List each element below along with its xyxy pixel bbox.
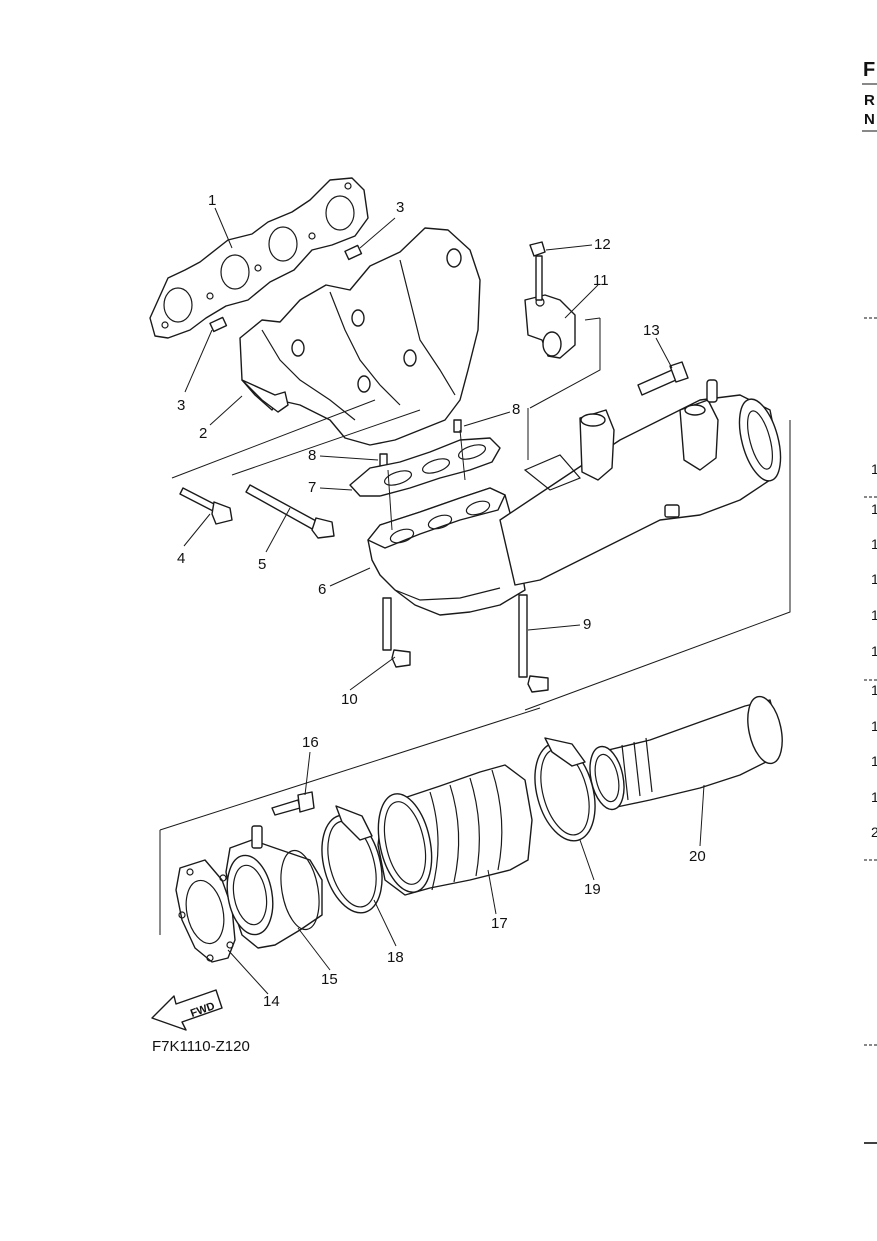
callout-5: 5 [258,556,266,573]
callout-18: 18 [387,949,404,966]
part-7-gasket [349,437,501,497]
edge-number-2: 1 [871,501,877,517]
callout-labels: 1 2 3 3 4 5 6 7 8 8 9 10 11 12 13 14 15 … [177,192,706,1010]
part-2-exhaust-manifold [239,227,481,446]
edge-number-4: 1 [871,571,877,587]
edge-number-9: 1 [871,753,877,769]
edge-number-11: 2 [871,824,877,840]
callout-13: 13 [643,322,660,339]
figure-code: F7K1110-Z120 [152,1038,250,1055]
callout-15: 15 [321,971,338,988]
part-13-bolt [637,361,689,396]
header-line-1: F [863,59,875,81]
part-3-dowel-pin-upper [344,244,363,261]
callout-9: 9 [583,616,591,633]
part-4-bolt [179,487,233,525]
part-1-exhaust-gasket [149,177,369,339]
part-18-hose-clamp [321,805,383,914]
part-5-bolt [245,484,335,539]
part-9-bolt [518,594,549,693]
callout-17: 17 [491,915,508,932]
edge-number-1: 1 [871,461,877,477]
edge-number-7: 1 [871,682,877,698]
fwd-arrow: FWD [151,989,223,1031]
callout-8-left: 8 [308,447,316,464]
callout-20: 20 [689,848,706,865]
reference-lines [159,317,791,935]
callout-1: 1 [208,192,216,209]
part-16-bolt [271,791,315,816]
callout-2: 2 [199,425,207,442]
edge-number-6: 1 [871,643,877,659]
callout-11: 11 [593,272,609,289]
part-6-exhaust-elbow [367,487,526,616]
callout-7: 7 [308,479,316,496]
edge-number-3: 1 [871,536,877,552]
part-17-rubber-hose [377,764,533,896]
part-14-gasket [175,859,236,963]
exhaust-chamber-body [499,379,782,586]
part-20-outlet-pipe [589,695,783,811]
leader-lines [183,207,705,995]
callout-6: 6 [318,581,326,598]
part-10-bolt [382,597,411,668]
callout-3-lower: 3 [177,397,185,414]
callout-4: 4 [177,550,185,567]
callout-10: 10 [341,691,358,708]
callout-14: 14 [263,993,280,1010]
part-19-hose-clamp [534,737,596,842]
callout-3-upper: 3 [396,199,404,216]
header-line-3: N [864,111,875,128]
edge-number-10: 1 [871,789,877,805]
callout-16: 16 [302,734,319,751]
callout-8-right: 8 [512,401,520,418]
part-12-bolt [529,241,546,301]
callout-19: 19 [584,881,601,898]
edge-number-5: 1 [871,607,877,623]
part-3-dowel-pin-lower [209,316,228,333]
edge-number-8: 1 [871,718,877,734]
part-8-pin-right [453,419,462,433]
part-11-bracket [524,294,576,359]
part-15-outlet-housing [225,825,323,949]
header-line-2: R [864,92,875,109]
right-edge-header: F R N 1 1 1 1 1 1 1 1 1 1 2 [862,59,877,1144]
callout-12: 12 [594,236,611,253]
